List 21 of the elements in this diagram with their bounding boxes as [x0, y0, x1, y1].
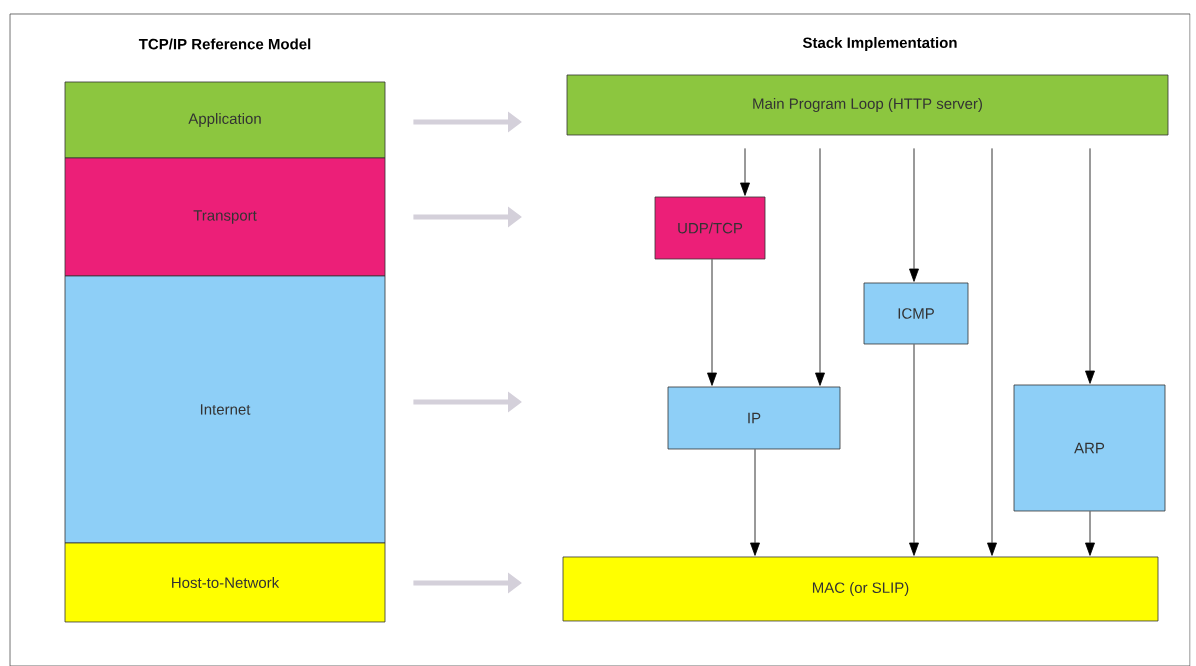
arrow — [909, 148, 919, 282]
layer-band: Internet — [64, 275, 386, 544]
module-box: MAC (or SLIP) — [562, 556, 1159, 622]
arrow — [707, 259, 717, 386]
module-box: Main Program Loop (HTTP server) — [566, 74, 1169, 136]
layer-band: Application — [64, 81, 386, 159]
module-box: ICMP — [863, 282, 969, 345]
column-heading: TCP/IP Reference Model — [138, 38, 311, 50]
arrow — [1085, 511, 1095, 556]
layer-band: Transport — [64, 157, 386, 277]
arrow — [987, 148, 997, 556]
module-box: ARP — [1013, 384, 1166, 512]
arrow — [1085, 148, 1095, 384]
arrow — [740, 148, 750, 196]
module-box: UDP/TCP — [654, 196, 766, 260]
arrow — [909, 344, 919, 556]
arrow — [815, 148, 825, 386]
layer-band: Host-to-Network — [64, 542, 386, 623]
column-heading: Stack Implementation — [802, 37, 957, 51]
module-box: IP — [667, 386, 841, 450]
arrow — [750, 449, 760, 556]
